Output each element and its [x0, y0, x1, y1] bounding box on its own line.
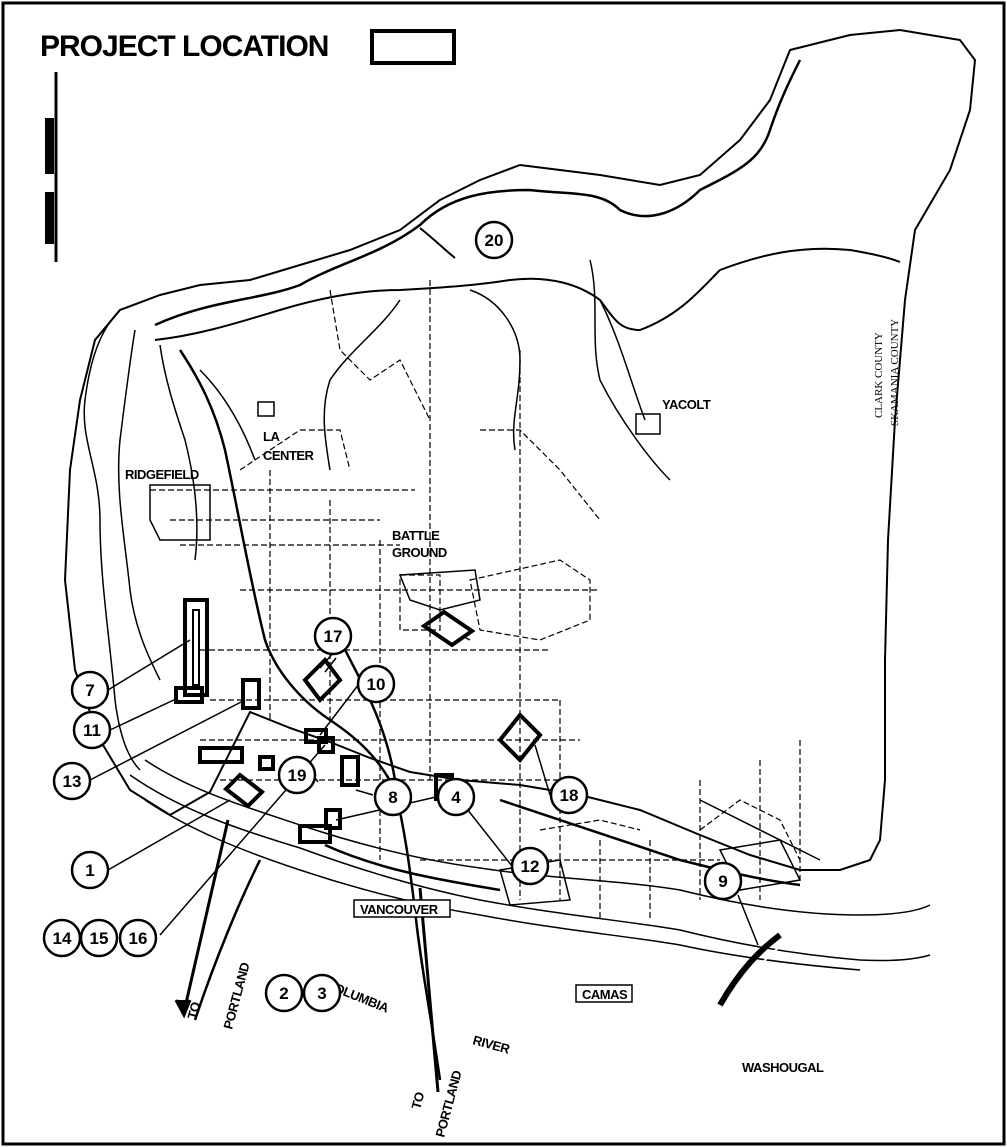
callout-circle-10: [356, 664, 396, 704]
to-label-east: TO: [408, 1090, 427, 1111]
callout-circle-13: [52, 761, 92, 801]
callout-number-3: 3: [317, 984, 326, 1003]
callout-circle-1: [70, 850, 110, 890]
town-label-battle: BATTLE: [392, 528, 440, 543]
callout-circle-12: [510, 846, 550, 886]
callout-number-13: 13: [63, 772, 82, 791]
town-label-washougal: WASHOUGAL: [742, 1060, 824, 1075]
callout-circle-17: [313, 616, 353, 656]
callout-circle-16: [118, 918, 158, 958]
river-lines: [154, 59, 901, 481]
town-label-vancouver: VANCOUVER: [360, 902, 439, 917]
west-shoreline: [83, 309, 198, 771]
callout-circle-20: [277, 755, 317, 795]
north-arrow-icon: [45, 72, 58, 262]
to-portland-arrows: [174, 819, 440, 1093]
callout-circle-18: [549, 775, 589, 815]
callout-number-20: 19: [288, 766, 307, 785]
callout-number-8: 8: [388, 788, 397, 807]
map-title: PROJECT LOCATION: [40, 30, 328, 63]
callout-circle-15: [79, 918, 119, 958]
callout-circle-11: [72, 710, 112, 750]
town-label-center: CENTER: [263, 448, 315, 463]
to-label-west: TO: [184, 1000, 203, 1021]
callout-number-17: 17: [324, 627, 343, 646]
callout-number-14: 14: [53, 929, 72, 948]
town-label-yacolt: YACOLT: [662, 397, 711, 412]
town-label-ground: GROUND: [392, 545, 447, 560]
vancouver-label-box: [353, 899, 451, 918]
callout-number-16: 16: [129, 929, 148, 948]
county-label-skamania: SKAMANIA COUNTY: [889, 319, 901, 426]
legend-project-box-icon: [370, 29, 456, 65]
callout-circle-19: [474, 220, 514, 260]
callout-number-12: 12: [521, 857, 540, 876]
callout-number-18: 18: [560, 786, 579, 805]
columbia-river: [129, 759, 931, 971]
callout-circle-9: [703, 861, 743, 901]
project-callouts: [42, 220, 743, 1013]
town-boundaries: [149, 401, 802, 906]
callout-number-11: 11: [83, 721, 101, 740]
town-label-ridgefield: RIDGEFIELD: [125, 467, 199, 482]
town-label-camas: CAMAS: [582, 987, 628, 1002]
callout-number-19: 20: [485, 231, 504, 250]
callout-circle-4: [436, 777, 476, 817]
callout-number-15: 15: [90, 929, 109, 948]
callout-circle-8: [373, 777, 413, 817]
callout-number-9: 9: [718, 872, 727, 891]
county-label-clark: CLARK COUNTY: [873, 332, 885, 418]
road-grid: [150, 280, 801, 920]
callout-circle-7: [70, 670, 110, 710]
callout-number-1: 1: [85, 861, 94, 880]
project-location-boxes: [174, 598, 787, 1011]
callout-circle-3: [302, 973, 342, 1013]
callout-number-2: 2: [279, 984, 288, 1003]
callout-number-7: 7: [85, 681, 94, 700]
callout-number-4: 4: [451, 788, 461, 807]
callout-circle-2: [264, 973, 304, 1013]
camas-label-box: [575, 984, 633, 1003]
town-label-la: LA: [263, 429, 280, 444]
callout-number-10: 10: [367, 675, 386, 694]
